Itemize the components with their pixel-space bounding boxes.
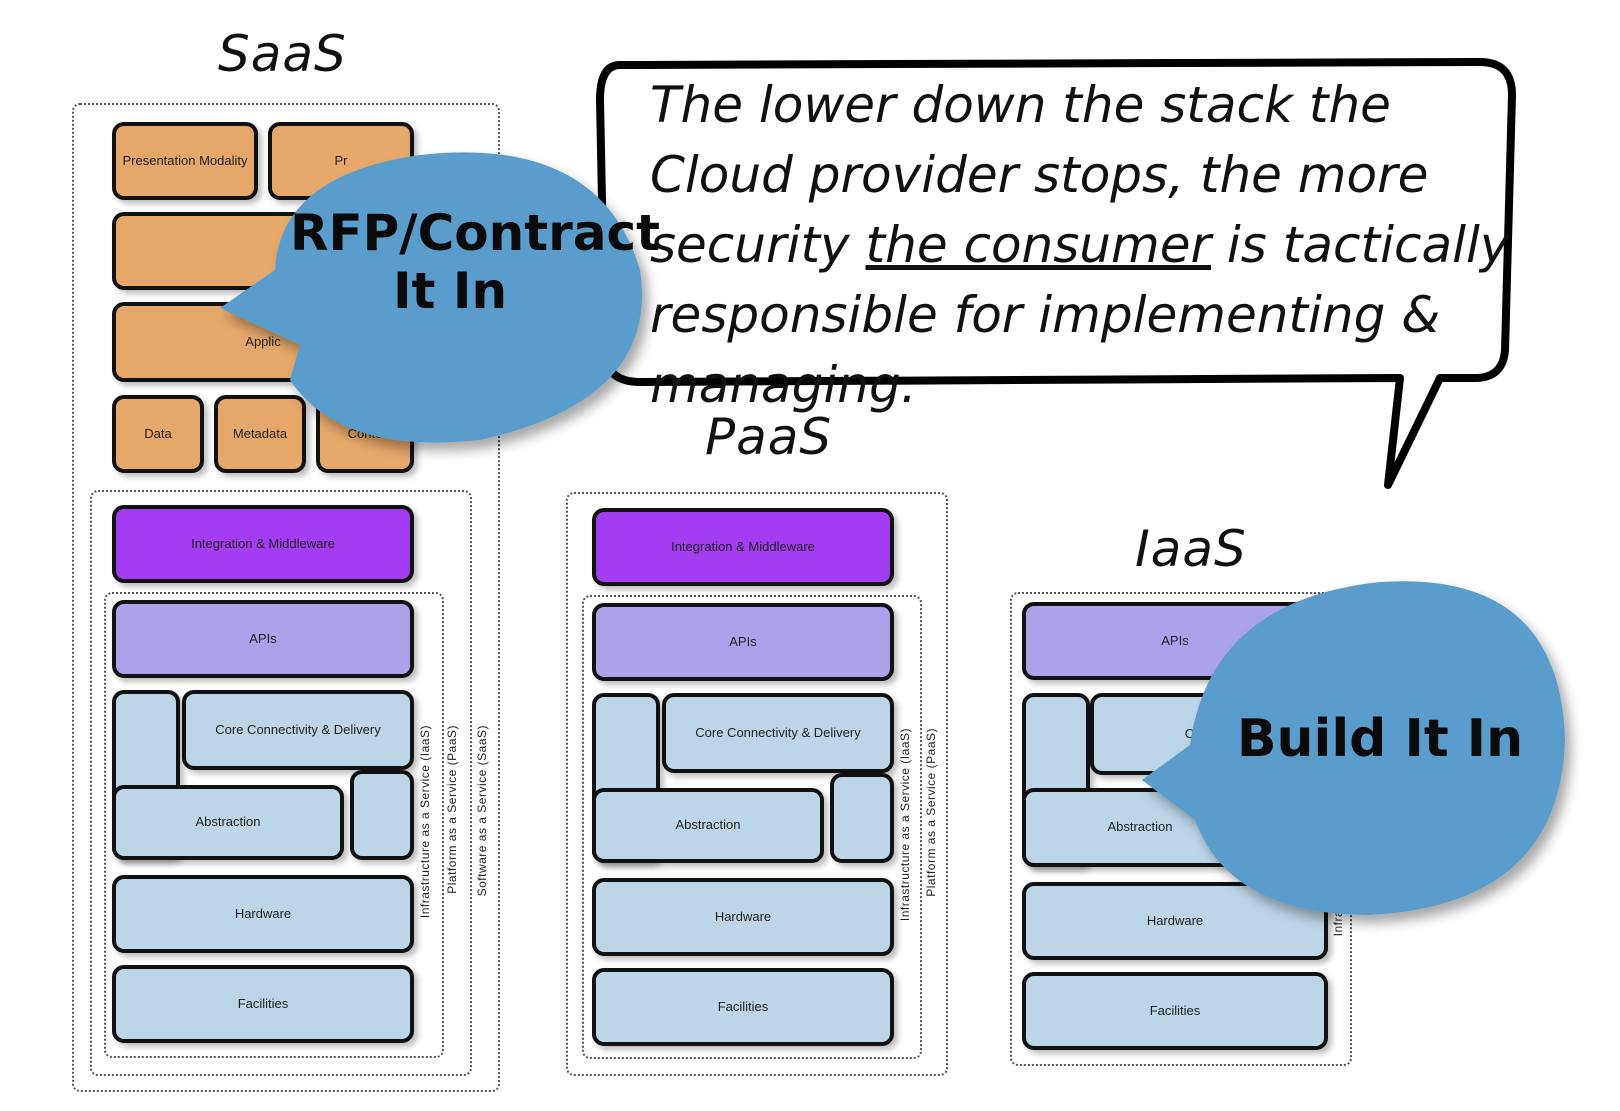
paas-boundary: [566, 492, 948, 1076]
metadata-box: Metadata: [214, 395, 306, 473]
saas-paas-boundary: [90, 490, 472, 1076]
rfp-bubble-line2: It In: [392, 261, 508, 320]
iaas-facilities-box: Facilities: [1022, 972, 1328, 1050]
paas-core-connectivity-box: Core Connectivity & Delivery: [662, 693, 894, 773]
callout-text-underlined: the consumer: [865, 216, 1212, 274]
data-box: Data: [112, 395, 204, 473]
paas-abstraction-box: Abstraction: [592, 788, 824, 863]
callout-text: The lower down the stack the Cloud provi…: [650, 70, 1510, 420]
saas-abstraction-box: Abstraction: [112, 785, 344, 860]
saas-core-connectivity-box: Core Connectivity & Delivery: [182, 690, 414, 770]
callout-text-part2: is tactically responsible for implementi…: [650, 216, 1510, 414]
presentation-modality-box: Presentation Modality: [112, 122, 258, 200]
build-bubble-label: Build It In: [1236, 709, 1524, 769]
rfp-bubble-label: RFP/Contract It In: [290, 204, 661, 320]
paas-core-connectivity-leg: [830, 773, 894, 863]
paas-iaas-boundary: [582, 595, 922, 1059]
rfp-bubble-line1: RFP/Contract: [290, 204, 661, 262]
rfp-bubble-shape: [220, 152, 642, 443]
saas-hardware-box: Hardware: [112, 875, 414, 953]
saas-facilities-box: Facilities: [112, 965, 414, 1043]
callout-text-part1: The lower down the stack the Cloud provi…: [650, 76, 1429, 274]
paas-title: PaaS: [705, 408, 833, 466]
paas-integration-box: Integration & Middleware: [592, 508, 894, 586]
iaas-title: IaaS: [1135, 520, 1247, 578]
saas-core-connectivity-leg: [350, 770, 414, 860]
saas-title: SaaS: [218, 25, 347, 83]
saas-integration-box: Integration & Middleware: [112, 505, 414, 583]
saas-boundary: [72, 103, 500, 1092]
saas-apis-box: APIs: [112, 600, 414, 678]
paas-facilities-box: Facilities: [592, 968, 894, 1046]
build-bubble-shape: [1142, 581, 1565, 915]
paas-apis-box: APIs: [592, 603, 894, 681]
saas-iaas-boundary: [104, 592, 444, 1058]
paas-hardware-box: Hardware: [592, 878, 894, 956]
